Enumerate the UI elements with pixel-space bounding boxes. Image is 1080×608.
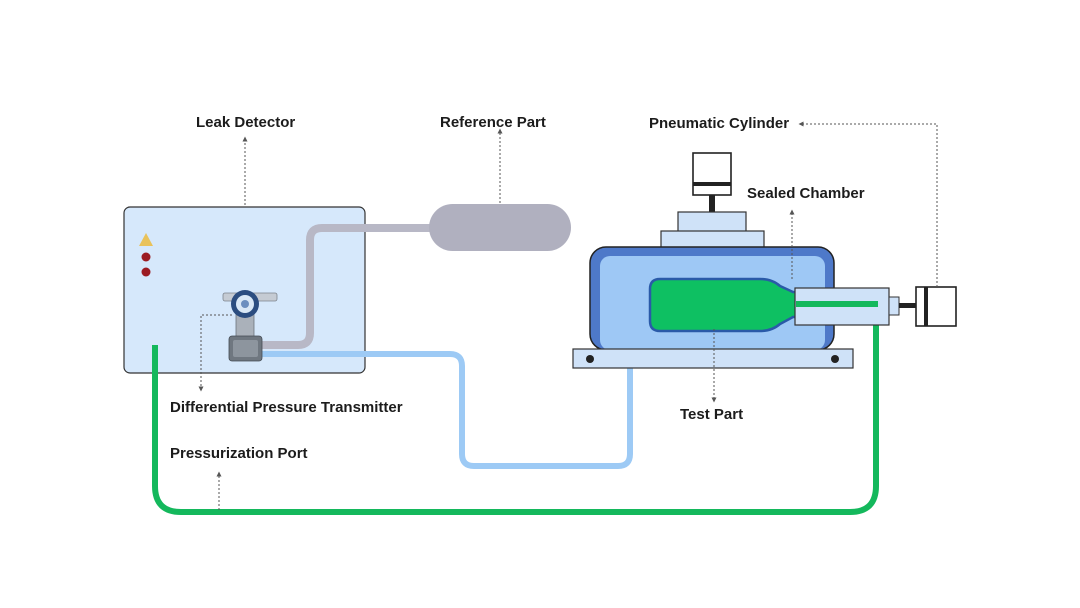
- differential-pressure-transmitter-label: Differential Pressure Transmitter: [170, 399, 403, 416]
- indicator-light-2: [141, 267, 151, 277]
- leader-pneumatic-cylinder: [798, 121, 938, 287]
- pressurization-port-label: Pressurization Port: [170, 445, 308, 462]
- sealed-chamber-label: Sealed Chamber: [747, 185, 865, 202]
- test-part-label: Test Part: [680, 406, 744, 423]
- leader-differential-pressure-transmitter: [198, 314, 232, 392]
- chamber-line: [262, 349, 633, 469]
- reference-part: [429, 204, 571, 251]
- pneumatic-cylinder-label: Pneumatic Cylinder: [649, 115, 790, 132]
- seal-connector: [888, 296, 900, 316]
- pneumatic-cylinder-top: [692, 152, 732, 212]
- warning-icon: [139, 233, 153, 246]
- seal-nozzle-channel: [796, 301, 878, 307]
- reference-part-label: Reference Part: [440, 114, 546, 131]
- chamber-lid: [660, 230, 765, 249]
- leak-detector-label: Leak Detector: [196, 114, 296, 131]
- chamber-lid-top: [677, 211, 747, 233]
- differential-pressure-transmitter-icon: [222, 290, 278, 362]
- pneumatic-cylinder-side: [899, 286, 957, 327]
- chamber-base: [572, 348, 854, 369]
- leak-detector-box: [123, 206, 366, 374]
- indicator-light-1: [141, 252, 151, 262]
- test-part: [648, 277, 810, 333]
- reference-line: [258, 224, 436, 349]
- base-bolt-left: [586, 355, 594, 363]
- base-bolt-right: [831, 355, 839, 363]
